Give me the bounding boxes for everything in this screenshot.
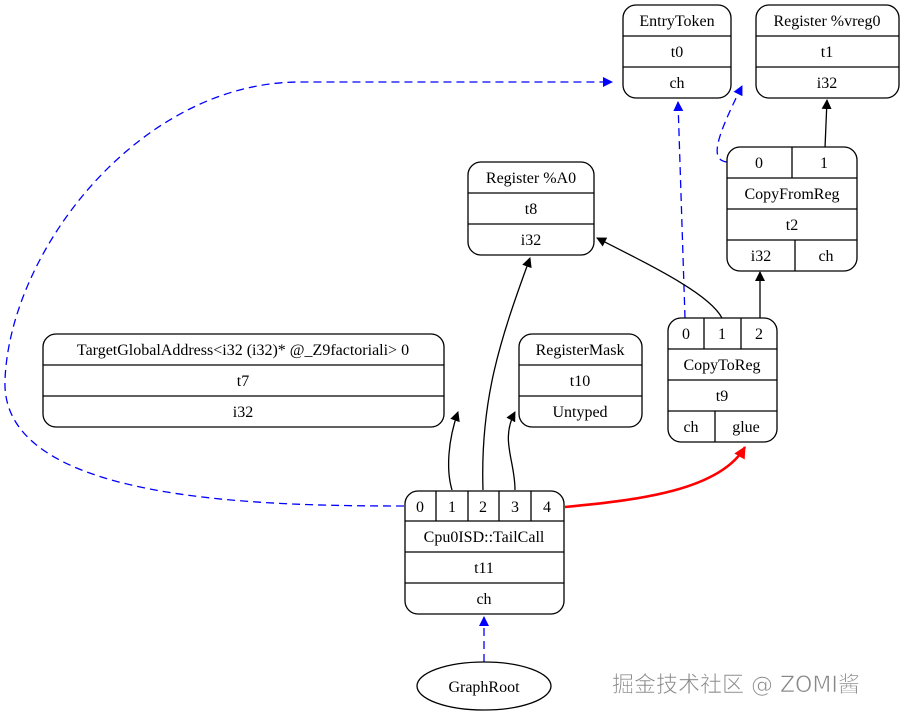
node-id: t10 bbox=[570, 373, 590, 390]
output-1: glue bbox=[732, 419, 760, 436]
node-title: Register %A0 bbox=[486, 170, 576, 187]
node-target-global-address[interactable]: TargetGlobalAddress<i32 (i32)* @_Z9facto… bbox=[42, 333, 445, 428]
node-title: GraphRoot bbox=[448, 679, 520, 696]
edges bbox=[4, 77, 832, 662]
node-id: t0 bbox=[671, 44, 683, 61]
node-id: t2 bbox=[786, 217, 798, 234]
port-0: 0 bbox=[755, 155, 763, 172]
node-title: Register %vreg0 bbox=[773, 13, 880, 30]
node-id: t9 bbox=[716, 388, 728, 405]
edge-tailcall-to-entrytoken bbox=[4, 77, 613, 507]
output-0: ch bbox=[683, 419, 698, 436]
node-id: t11 bbox=[474, 560, 494, 577]
port-1: 1 bbox=[448, 499, 456, 516]
node-entry-token[interactable]: EntryToken t0 ch bbox=[622, 4, 732, 99]
port-2: 2 bbox=[479, 499, 487, 516]
node-title: CopyFromReg bbox=[744, 186, 839, 203]
port-1: 1 bbox=[718, 326, 726, 343]
port-4: 4 bbox=[543, 499, 551, 516]
node-tail-call[interactable]: 0 1 2 3 4 Cpu0ISD::TailCall t11 ch bbox=[404, 490, 565, 615]
edge-copytoreg-to-registera0 bbox=[596, 237, 723, 319]
edge-tailcall-to-targetglobaladdress bbox=[448, 411, 460, 491]
edge-copyfromreg-to-entrytoken bbox=[716, 85, 743, 163]
node-id: t8 bbox=[525, 201, 537, 218]
edge-tailcall-to-copytoreg-glue bbox=[564, 446, 747, 509]
node-title: RegisterMask bbox=[536, 342, 625, 359]
output-0: i32 bbox=[751, 248, 771, 265]
node-id: t1 bbox=[821, 44, 833, 61]
watermark-text: 掘金技术社区 @ ZOMI酱 bbox=[612, 673, 860, 698]
port-0: 0 bbox=[416, 499, 424, 516]
port-1: 1 bbox=[820, 155, 828, 172]
port-2: 2 bbox=[755, 326, 763, 343]
node-type: i32 bbox=[233, 404, 253, 421]
node-type: Untyped bbox=[552, 404, 607, 421]
node-copy-to-reg[interactable]: 0 1 2 CopyToReg t9 ch glue bbox=[667, 317, 778, 443]
edge-tailcall-to-registermask bbox=[506, 411, 516, 491]
output-1: ch bbox=[818, 248, 833, 265]
node-register-vreg0[interactable]: Register %vreg0 t1 i32 bbox=[755, 4, 900, 99]
node-graph-root[interactable]: GraphRoot bbox=[416, 661, 552, 711]
edge-copytoreg-to-entrytoken bbox=[673, 101, 686, 319]
node-title: Cpu0ISD::TailCall bbox=[424, 529, 545, 546]
node-type: i32 bbox=[817, 75, 837, 92]
node-id: t7 bbox=[237, 373, 249, 390]
node-title: TargetGlobalAddress<i32 (i32)* @_Z9facto… bbox=[77, 342, 409, 359]
node-register-a0[interactable]: Register %A0 t8 i32 bbox=[467, 161, 595, 256]
edge-copyfromreg-to-registervreg0 bbox=[821, 99, 832, 149]
node-title: EntryToken bbox=[639, 13, 714, 30]
port-0: 0 bbox=[682, 326, 690, 343]
node-type: ch bbox=[669, 75, 684, 92]
edge-tailcall-to-registera0 bbox=[482, 257, 532, 491]
node-copy-from-reg[interactable]: 0 1 CopyFromReg t2 i32 ch bbox=[726, 146, 858, 272]
node-type: ch bbox=[476, 591, 491, 608]
node-title: CopyToReg bbox=[683, 357, 760, 374]
node-type: i32 bbox=[521, 232, 541, 249]
port-3: 3 bbox=[511, 499, 519, 516]
node-register-mask[interactable]: RegisterMask t10 Untyped bbox=[518, 333, 643, 428]
